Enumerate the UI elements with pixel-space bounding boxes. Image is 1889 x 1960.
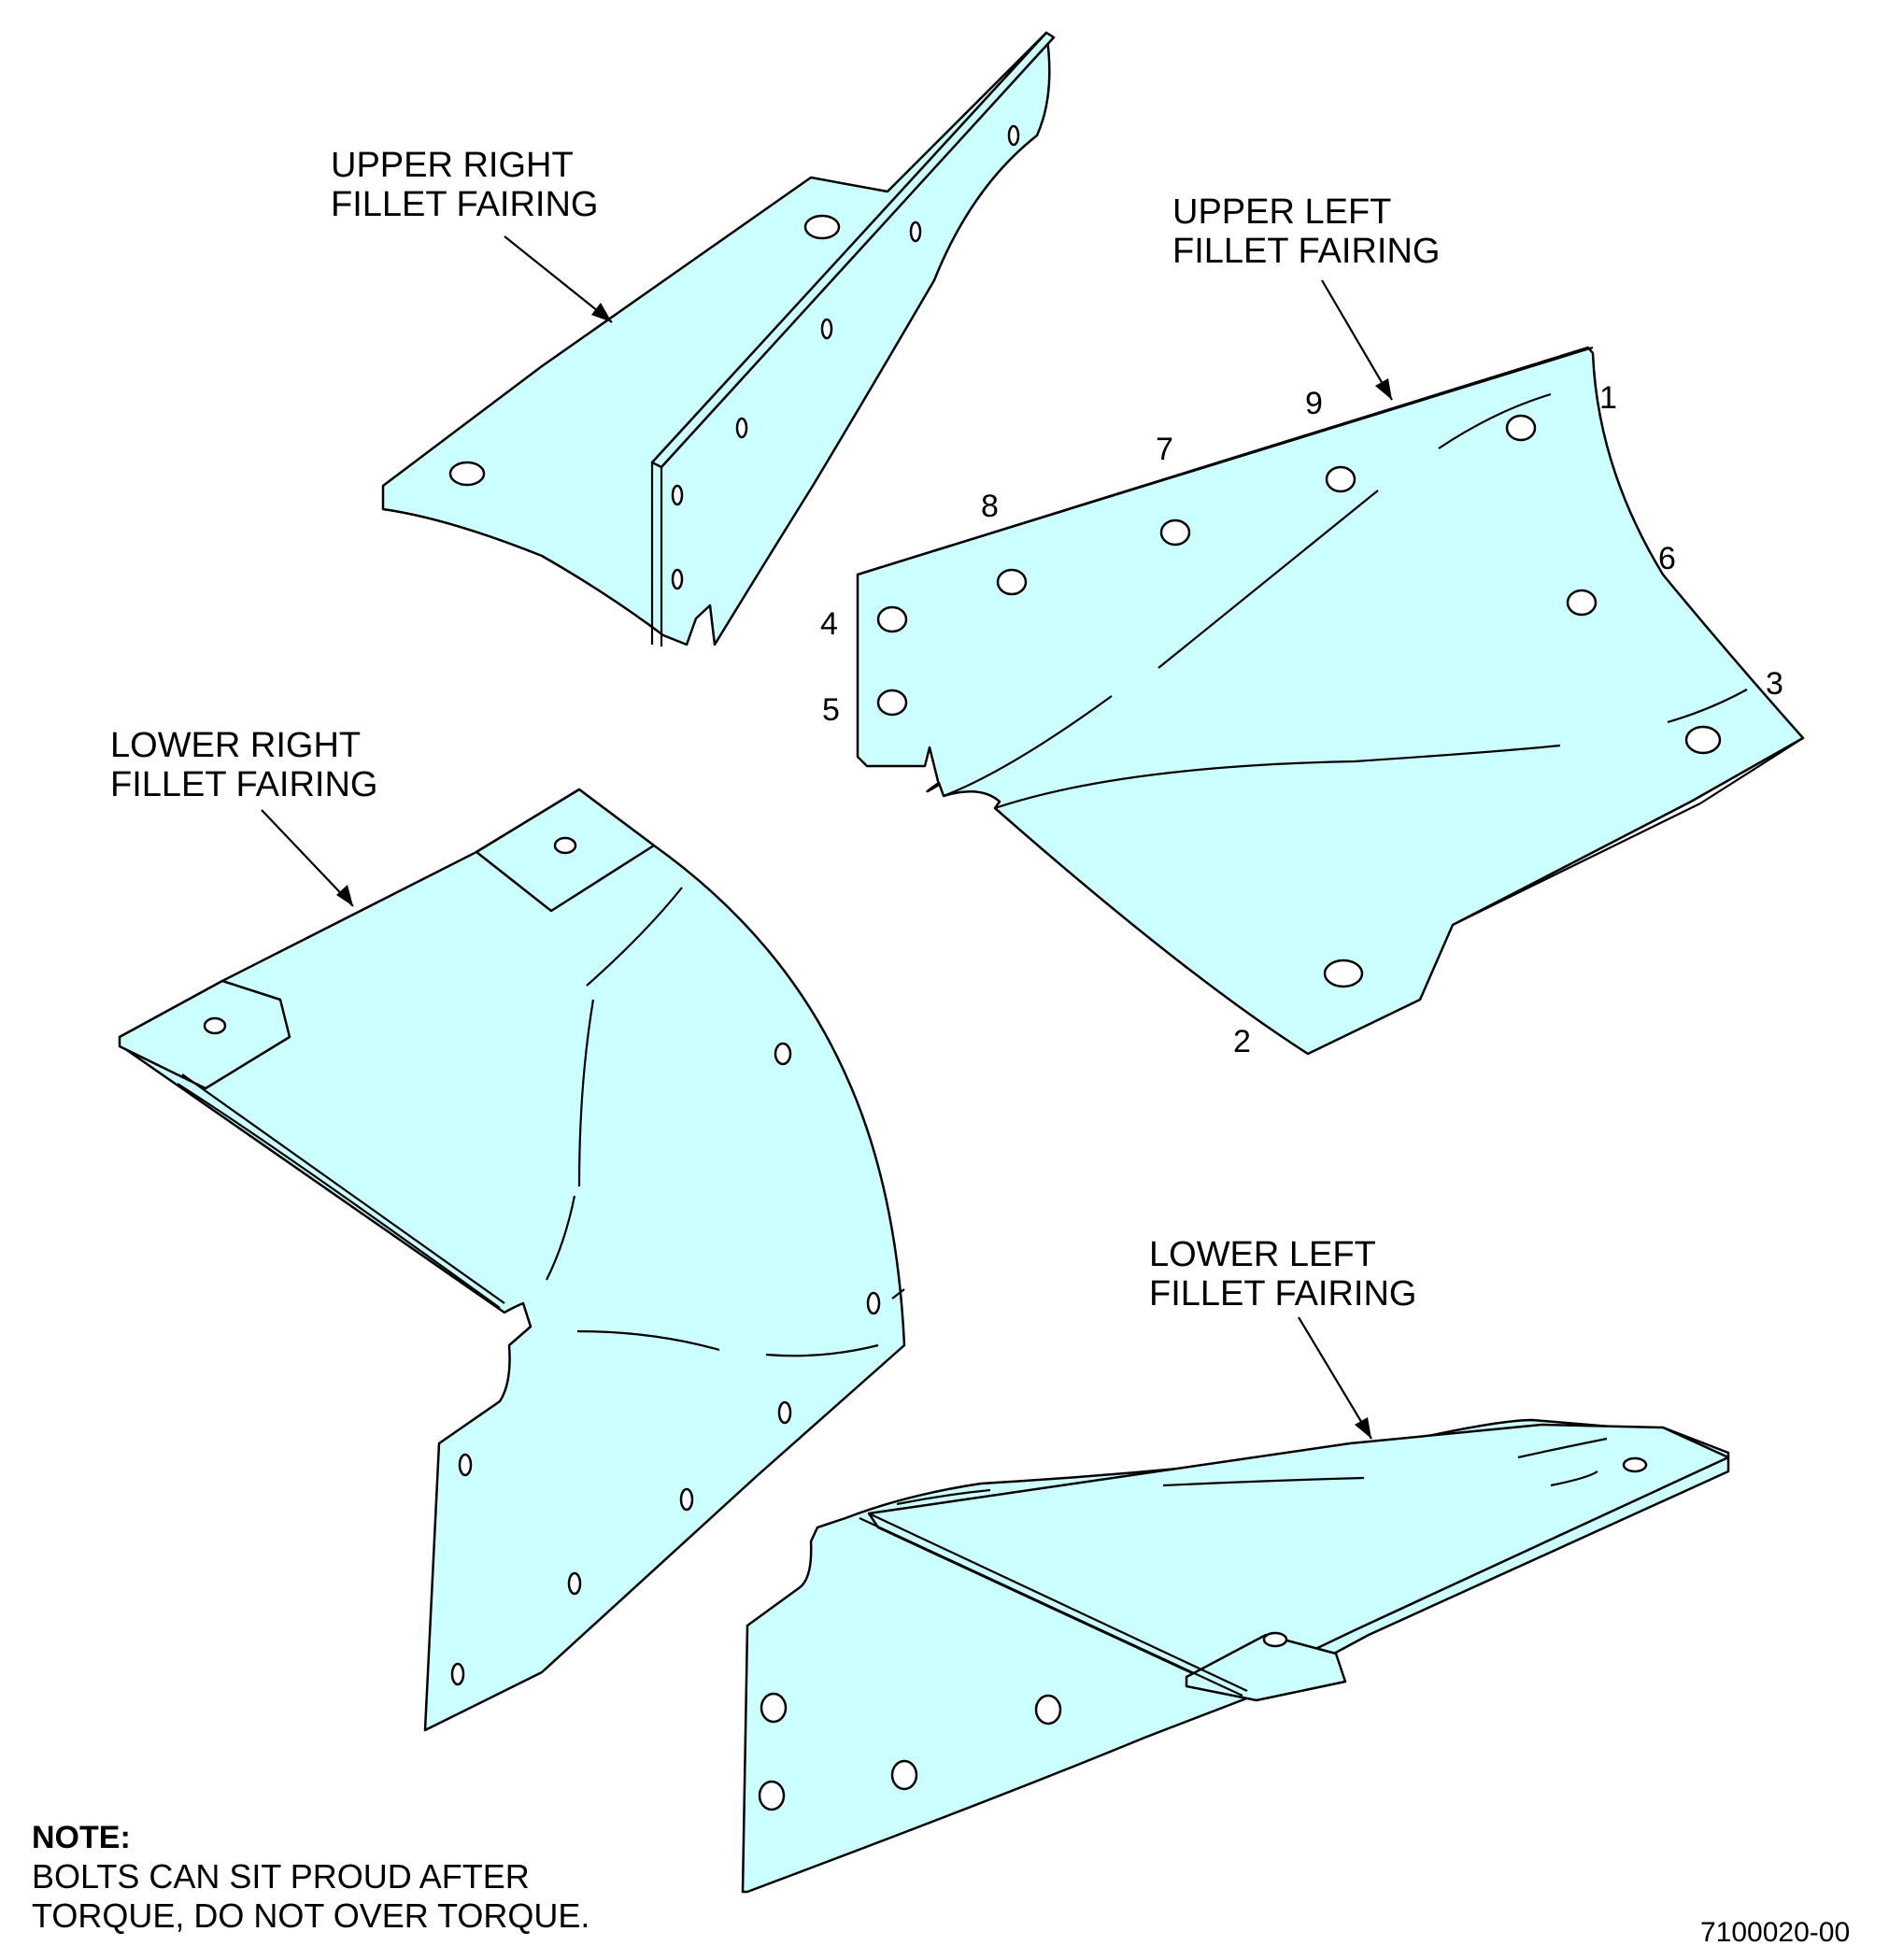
lower-right-label-line2: FILLET FAIRING: [110, 765, 378, 804]
lower-left-fillet-fairing: [741, 1316, 1730, 1894]
lower-right-fillet-fairing: [118, 788, 906, 1732]
bolt-number-8: 8: [981, 489, 999, 524]
upper-right-label: UPPER RIGHT FILLET FAIRING: [331, 146, 598, 224]
bolt-number-7: 7: [1156, 432, 1173, 467]
lower-left-label-line2: FILLET FAIRING: [1149, 1274, 1417, 1314]
note-title: NOTE:: [32, 1820, 131, 1855]
bolt-number-4: 4: [820, 606, 838, 642]
drawing-number: 7100020-00: [1700, 1917, 1851, 1948]
note-line-2: TORQUE, DO NOT OVER TORQUE.: [32, 1896, 590, 1935]
upper-left-label: UPPER LEFT FILLET FAIRING: [1172, 192, 1440, 271]
upper-left-label-line1: UPPER LEFT: [1172, 192, 1392, 232]
bolt-number-6: 6: [1658, 541, 1676, 576]
bolt-number-1: 1: [1599, 380, 1617, 416]
bolt-number-3: 3: [1766, 666, 1783, 702]
upper-right-leader: [504, 235, 613, 323]
upper-left-fillet-fairing: [856, 279, 1805, 1056]
bolt-number-2: 2: [1233, 1024, 1251, 1059]
upper-left-label-line2: FILLET FAIRING: [1172, 232, 1441, 271]
bolt-number-5: 5: [822, 692, 840, 728]
note-line-1: BOLTS CAN SIT PROUD AFTER: [32, 1857, 530, 1896]
upper-left-leader: [1321, 279, 1393, 401]
upper-right-label-line1: UPPER RIGHT: [331, 146, 574, 185]
lower-right-leader: [261, 809, 354, 907]
lower-left-leader: [1298, 1316, 1372, 1440]
bolt-number-9: 9: [1305, 386, 1323, 421]
lower-right-label: LOWER RIGHT FILLET FAIRING: [110, 726, 377, 804]
upper-right-label-line2: FILLET FAIRING: [331, 185, 599, 224]
lower-left-label: LOWER LEFT FILLET FAIRING: [1149, 1235, 1416, 1314]
upper-right-fillet-fairing: [381, 31, 1056, 646]
lower-left-label-line1: LOWER LEFT: [1149, 1235, 1376, 1274]
lower-right-label-line1: LOWER RIGHT: [110, 726, 362, 765]
